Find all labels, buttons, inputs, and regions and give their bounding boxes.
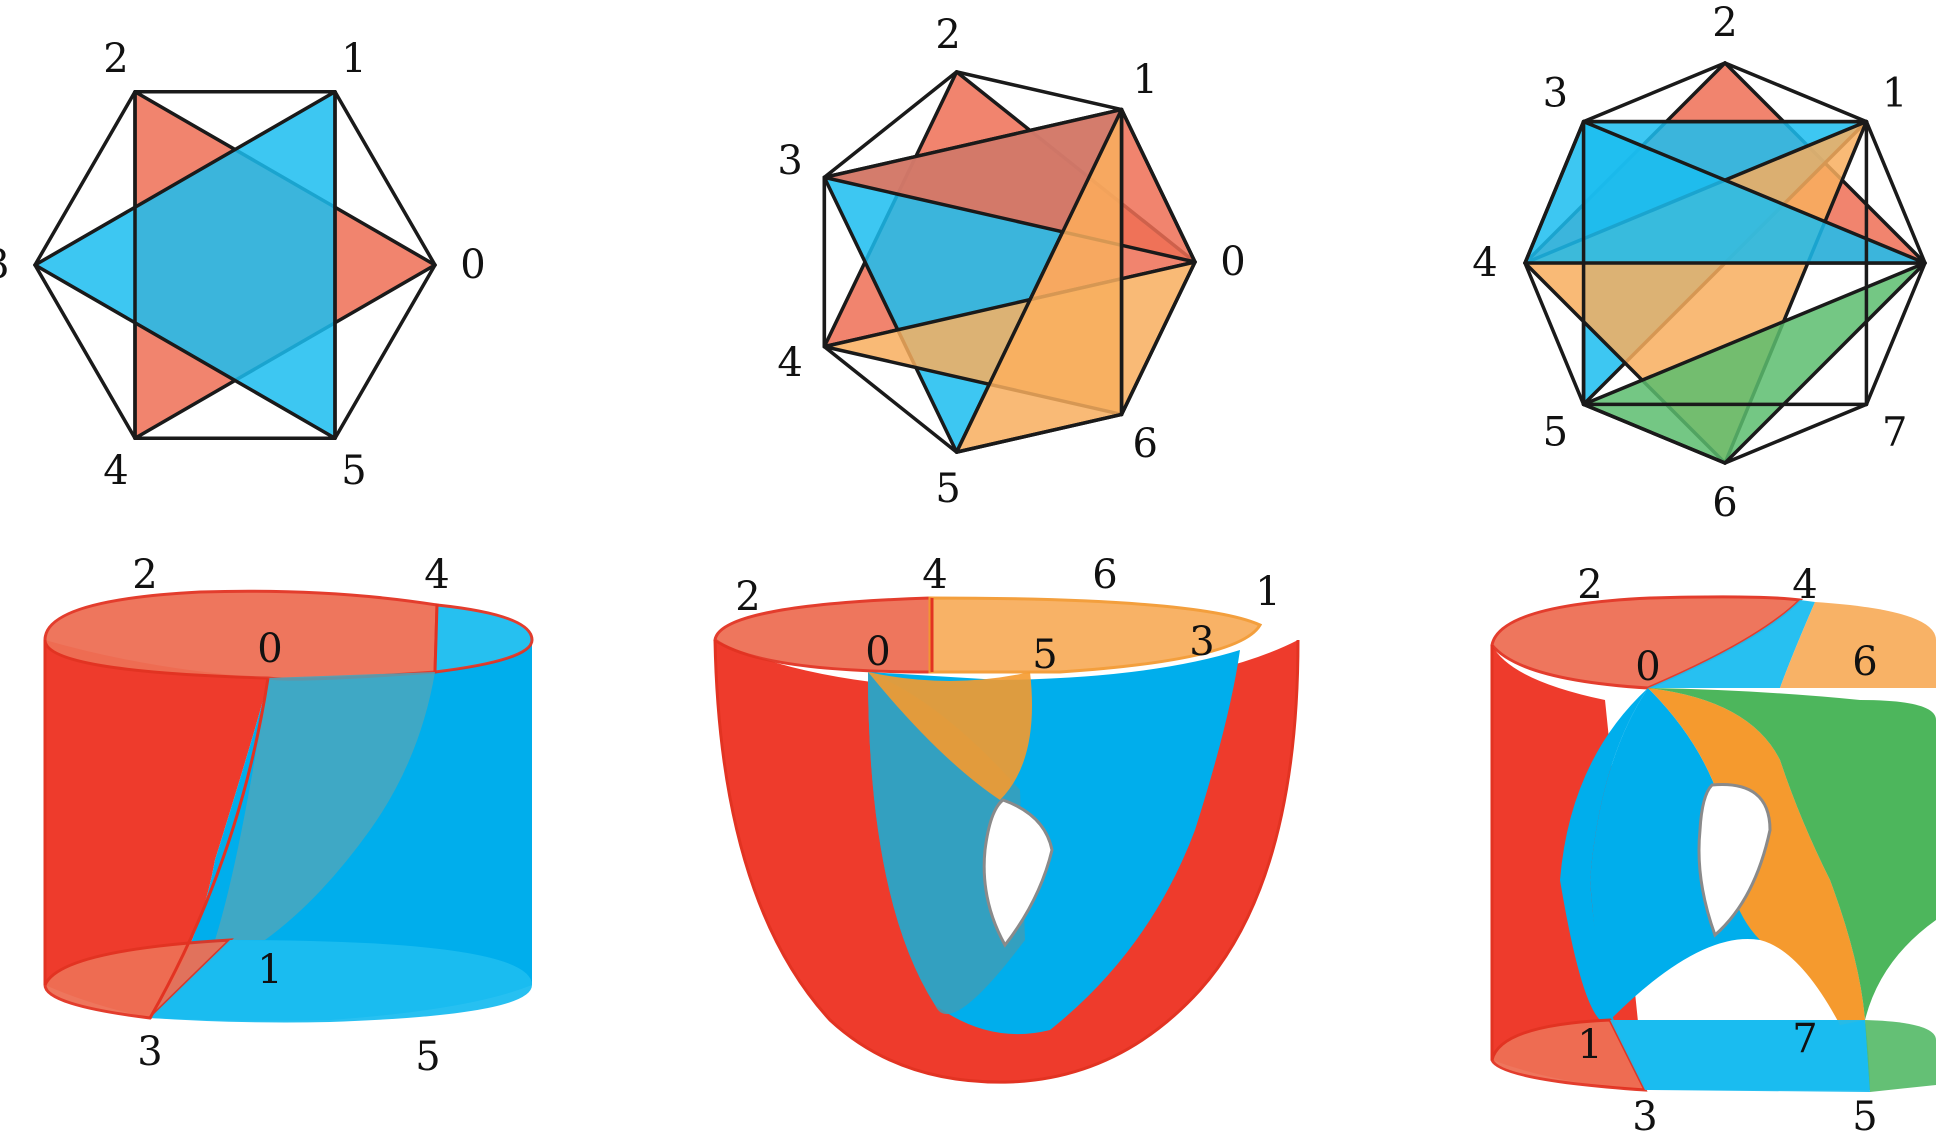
cyl3-hole	[1697, 783, 1772, 938]
polygon-edge	[333, 263, 437, 440]
vertex-label: 5	[341, 448, 366, 494]
vertex-label: 1	[341, 36, 366, 82]
polygon-edge	[333, 90, 437, 267]
cyl3-label: 2	[1577, 562, 1602, 608]
cylinder-label: 0	[257, 626, 282, 672]
vertex-label: 4	[777, 340, 802, 386]
cylinder-surface	[43, 589, 534, 1023]
polygon-edge	[33, 90, 137, 267]
vertex-label: 4	[103, 448, 128, 494]
cylinder-red-side	[45, 640, 268, 1018]
cyl3-blue-main	[1590, 688, 1760, 1020]
polygon-edge	[1723, 61, 1869, 124]
vertex-label: 3	[777, 138, 802, 184]
cyl3-label: 4	[1792, 562, 1817, 608]
bowl-surface	[713, 596, 1300, 1084]
vertex-label: 3	[1543, 70, 1568, 116]
cyl3-top-blue	[1648, 600, 1815, 688]
vertex-label: 6	[1133, 421, 1158, 467]
polygon-edge	[954, 412, 1124, 454]
vertex-label: 6	[1712, 480, 1737, 526]
polygon-edge	[822, 344, 959, 454]
heptagon-diagram: 0 1 2 3 4 5 6	[777, 12, 1245, 512]
polygon-edge	[33, 263, 137, 440]
vertex-label: 2	[103, 36, 128, 82]
polygon-edge	[1723, 402, 1869, 465]
bowl-label: 6	[1092, 552, 1117, 598]
cyl3-label: 0	[1635, 644, 1660, 690]
bowl-label: 5	[1032, 632, 1057, 678]
vertex-label: 2	[1712, 0, 1737, 46]
cyl3-label: 1	[1577, 1022, 1602, 1068]
bowl-label: 2	[735, 574, 760, 620]
polygon-edge	[954, 70, 1124, 112]
polygon-edge	[1523, 119, 1586, 265]
cylinder-label: 5	[415, 1034, 440, 1080]
polygon-edge	[822, 70, 959, 180]
vertex-label: 5	[1543, 410, 1568, 456]
polygon-edge	[1119, 107, 1197, 264]
polygon-edge	[1581, 402, 1727, 465]
vertex-label: 1	[1133, 57, 1158, 103]
cylinder-label: 1	[257, 947, 282, 993]
cylinder-handle-surface	[1490, 595, 1936, 1092]
vertex-label: 1	[1882, 70, 1907, 116]
cyl3-green-band	[1648, 688, 1936, 1020]
cylinder-bottom-blue	[150, 940, 532, 1023]
bowl-top-rim-orange	[928, 596, 1263, 674]
polygon-edge	[1581, 61, 1727, 124]
cylinder-top-blue	[433, 603, 534, 674]
bowl-label: 1	[1255, 569, 1280, 615]
vertex-label: 0	[460, 242, 485, 288]
polygon-edge	[1119, 260, 1197, 417]
vertex-label: 0	[1220, 239, 1245, 285]
bowl-label: 0	[865, 629, 890, 675]
bowl-hole	[982, 798, 1054, 948]
hexagon-diagram: 0 1 2 3 4 5	[0, 36, 486, 494]
octagon-diagram: 01234567	[1472, 0, 1927, 526]
bowl-label: 3	[1189, 619, 1214, 665]
cylinder-label: 2	[132, 552, 157, 598]
cyl3-top-orange	[1780, 602, 1936, 688]
vertex-label: 5	[935, 466, 960, 512]
bowl-label: 4	[922, 552, 947, 598]
cyl3-bottom-blue	[1610, 1020, 1870, 1092]
cyl3-label: 6	[1852, 639, 1877, 685]
cylinder-label: 3	[137, 1029, 162, 1075]
cyl3-label: 3	[1632, 1094, 1657, 1135]
vertex-label: 3	[0, 242, 10, 288]
polygon-edge	[1864, 261, 1927, 407]
vertex-label: 7	[1882, 410, 1907, 456]
cyl3-label: 7	[1792, 1016, 1817, 1062]
cylinder-shared-strip	[215, 672, 435, 940]
polygon-edge	[1864, 119, 1927, 265]
cylinder-label: 4	[424, 552, 449, 598]
cylinder-top-red	[43, 589, 439, 681]
bowl-inner-orange	[868, 672, 1032, 800]
polygon-edge	[1523, 261, 1586, 407]
vertex-label: 4	[1472, 240, 1497, 286]
cylinder-bottom-red	[43, 938, 234, 1020]
vertex-label: 2	[935, 12, 960, 58]
surface-labels: 2 4 0 1 3 5 2 4 6 1 0 5 3 2 4 0 6 1 7 3 …	[132, 552, 1877, 1135]
cyl3-bottom-green	[1865, 1020, 1936, 1092]
cyl3-label: 5	[1852, 1094, 1877, 1135]
